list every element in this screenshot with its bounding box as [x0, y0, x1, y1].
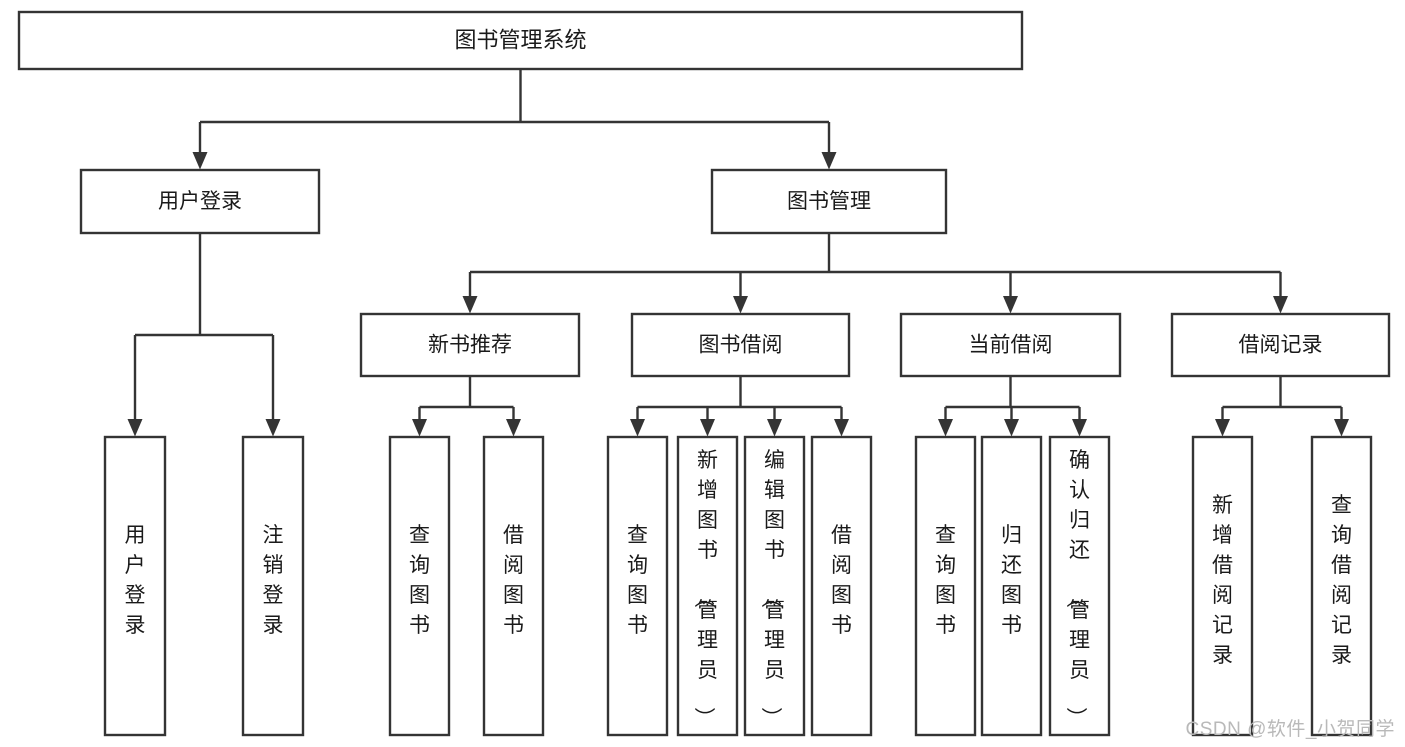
connector-group [127, 233, 281, 437]
leaf-box [241, 435, 305, 737]
arrow-head-icon [938, 419, 953, 437]
node-box [1170, 312, 1391, 378]
connector-group [630, 376, 849, 437]
node-label: 图书管理 [787, 190, 871, 213]
leaf-borrow-book-2[interactable]: 借阅图书 [810, 435, 873, 737]
leaf-node-layer: 用户登录 注销登录 查询图书 借阅图书 查询图书 新增图书（管理员） 编辑图书（管理员） 借阅… [103, 435, 1373, 737]
leaf-box [810, 435, 873, 737]
connector-group [412, 376, 521, 437]
leaf-query-record[interactable]: 查询借阅记录 [1310, 435, 1373, 737]
leaf-box [1310, 435, 1373, 737]
node-box [630, 312, 851, 378]
node-book-borrow[interactable]: 图书借阅 [630, 312, 851, 378]
leaf-query-book-3[interactable]: 查询图书 [914, 435, 977, 737]
connector-group [1215, 376, 1349, 437]
leaf-label: 确认归还（管理员） [1064, 449, 1090, 728]
leaf-box [1048, 435, 1111, 737]
node-label: 图书借阅 [699, 334, 783, 357]
arrow-head-icon [1072, 419, 1087, 437]
leaf-label: 查询图书 [409, 524, 430, 637]
node-root[interactable]: 图书管理系统 [17, 10, 1024, 71]
arrow-head-icon [1003, 296, 1018, 314]
arrow-head-icon [412, 419, 427, 437]
arrow-head-icon [1273, 296, 1288, 314]
leaf-user-login[interactable]: 用户登录 [103, 435, 167, 737]
leaf-label: 借阅图书 [831, 524, 852, 637]
leaf-label: 注销登录 [263, 524, 284, 637]
node-new-book-rec[interactable]: 新书推荐 [359, 312, 581, 378]
leaf-logout[interactable]: 注销登录 [241, 435, 305, 737]
arrow-head-icon [767, 419, 782, 437]
node-label: 借阅记录 [1239, 334, 1323, 357]
leaf-add-book[interactable]: 新增图书（管理员） [676, 435, 739, 737]
leaf-label: 查询图书 [935, 524, 956, 637]
node-box [17, 10, 1024, 71]
arrow-head-icon [700, 419, 715, 437]
leaf-query-book-1[interactable]: 查询图书 [388, 435, 451, 737]
arrow-head-icon [127, 419, 143, 437]
arrow-head-icon [834, 419, 849, 437]
leaf-label: 用户登录 [125, 524, 146, 637]
leaf-box [606, 435, 669, 737]
leaf-box [980, 435, 1043, 737]
connector-group [462, 233, 1288, 314]
node-book-manage[interactable]: 图书管理 [710, 168, 948, 235]
leaf-label: 新增图书（管理员） [692, 449, 718, 728]
leaf-label: 编辑图书（管理员） [759, 449, 785, 728]
node-box [899, 312, 1122, 378]
node-box [79, 168, 321, 235]
leaf-label: 归还图书 [1001, 524, 1022, 637]
leaf-label: 新增借阅记录 [1212, 494, 1233, 667]
leaf-box [388, 435, 451, 737]
node-label: 新书推荐 [428, 334, 512, 357]
arrow-head-icon [821, 152, 837, 170]
arrow-head-icon [265, 419, 281, 437]
leaf-confirm-return[interactable]: 确认归还（管理员） [1048, 435, 1111, 737]
leaf-label: 查询图书 [627, 524, 648, 637]
node-label: 图书管理系统 [454, 27, 586, 52]
leaf-query-book-2[interactable]: 查询图书 [606, 435, 669, 737]
connector-group [192, 69, 837, 170]
leaf-add-record[interactable]: 新增借阅记录 [1191, 435, 1254, 737]
node-box [710, 168, 948, 235]
leaf-edit-book[interactable]: 编辑图书（管理员） [743, 435, 806, 737]
arrow-head-icon [506, 419, 521, 437]
leaf-return-book[interactable]: 归还图书 [980, 435, 1043, 737]
leaf-label: 查询借阅记录 [1331, 494, 1352, 667]
node-current-borrow[interactable]: 当前借阅 [899, 312, 1122, 378]
leaf-label: 借阅图书 [503, 524, 524, 637]
leaf-box [676, 435, 739, 737]
arrow-head-icon [192, 152, 208, 170]
arrow-head-icon [1334, 419, 1349, 437]
arrow-head-icon [733, 296, 748, 314]
leaf-box [1191, 435, 1254, 737]
arrow-head-icon [1004, 419, 1019, 437]
connector-layer [127, 69, 1349, 437]
arrow-head-icon [462, 296, 478, 314]
connector-group [938, 376, 1087, 437]
node-label: 当前借阅 [969, 334, 1053, 357]
node-box [359, 312, 581, 378]
leaf-borrow-book-1[interactable]: 借阅图书 [482, 435, 545, 737]
node-borrow-record[interactable]: 借阅记录 [1170, 312, 1391, 378]
leaf-box [743, 435, 806, 737]
node-user-login[interactable]: 用户登录 [79, 168, 321, 235]
leaf-box [482, 435, 545, 737]
leaf-box [914, 435, 977, 737]
node-label: 用户登录 [158, 190, 242, 213]
arrow-head-icon [630, 419, 645, 437]
arrow-head-icon [1215, 419, 1230, 437]
leaf-box [103, 435, 167, 737]
